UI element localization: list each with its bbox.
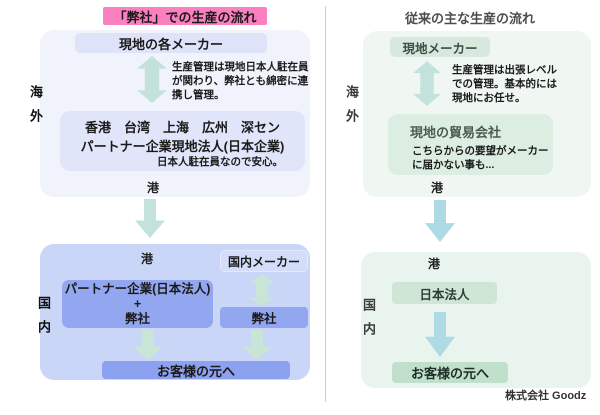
- right-customer-box: お客様の元へ: [392, 362, 508, 383]
- left-overseas-region-label: 海外: [28, 85, 43, 133]
- trading-company-box: 現地の貿易会社 こちらからの要望がメーカー に届かない事も...: [388, 114, 553, 175]
- right-domestic-region-label: 国内: [361, 298, 376, 346]
- left-flow-title: 「弊社」での生産の流れ: [103, 7, 267, 25]
- domestic-maker-box: 国内メーカー: [220, 250, 308, 272]
- local-maker-box: 現地メーカー: [390, 37, 490, 57]
- partner-corp-name: パートナー企業現地法人(日本企業): [80, 139, 285, 154]
- partner-corp-note: 日本人駐在員なので安心。: [157, 156, 283, 168]
- right-flow-title: 従来の主な生産の流れ: [404, 11, 535, 26]
- company-credit: 株式会社 Goodz: [505, 390, 587, 402]
- left-management-note: 生産管理は現地日本人駐在員 が関わり、弊社とも綿密に連 携し管理。: [172, 61, 309, 101]
- trading-company-note: こちらからの要望がメーカー に届かない事も...: [412, 145, 549, 171]
- left-overseas-port-label: 港: [147, 181, 160, 195]
- japan-corp-box: 日本法人: [392, 282, 497, 304]
- left-domestic-port-label: 港: [141, 252, 154, 266]
- partner-local-corp-box: 香港 台湾 上海 広州 深セン パートナー企業現地法人(日本企業) 日本人駐在員…: [60, 111, 305, 171]
- right-overseas-port-label: 港: [431, 181, 444, 195]
- down-arrow-icon: [425, 200, 455, 242]
- partner-cities: 香港 台湾 上海 広州 深セン: [84, 120, 280, 135]
- local-makers-box: 現地の各メーカー: [75, 33, 267, 53]
- column-divider: [325, 6, 326, 402]
- partner-plus-us-box: パートナー企業(日本法人) + 弊社: [62, 280, 213, 328]
- trading-company-name: 現地の貿易会社: [410, 125, 502, 140]
- down-arrow-icon: [135, 199, 165, 238]
- left-customer-box: お客様の元へ: [102, 361, 290, 379]
- our-company-box: 弊社: [220, 307, 308, 328]
- right-overseas-region-label: 海外: [344, 85, 359, 133]
- right-management-note: 生産管理は出張レベル での管理。基本的には 現地にお任せ。: [452, 64, 557, 104]
- left-domestic-region-label: 国内: [36, 296, 51, 344]
- right-domestic-port-label: 港: [428, 257, 441, 271]
